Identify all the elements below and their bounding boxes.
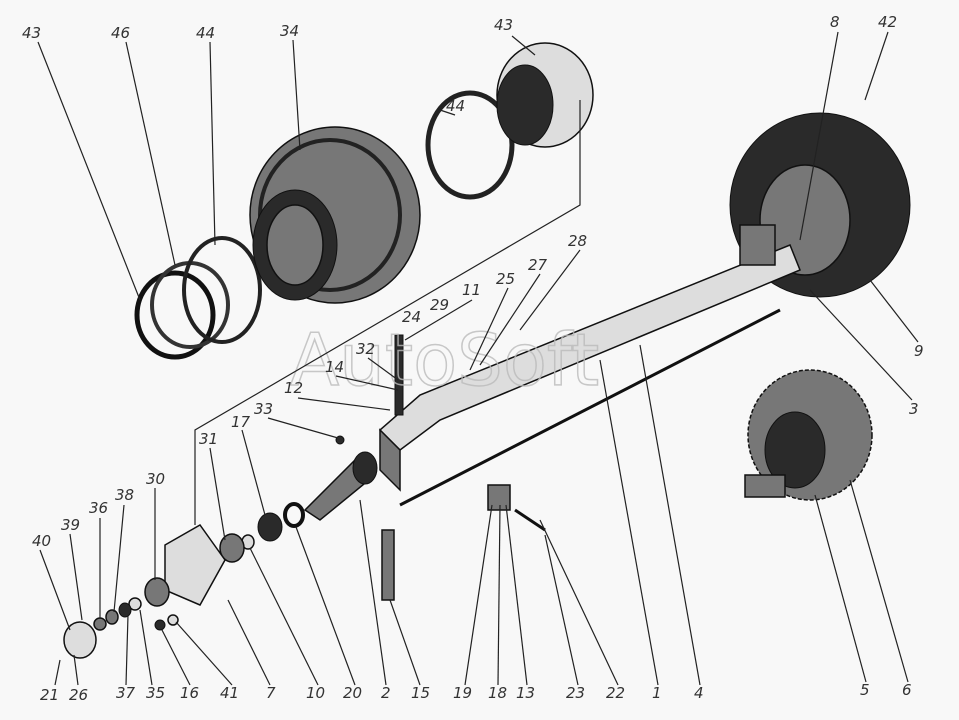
callout-23: 23 (566, 684, 585, 702)
steering-knuckle (63, 435, 546, 659)
callout-37: 37 (116, 684, 136, 702)
callout-44: 44 (446, 97, 465, 115)
callout-18: 18 (488, 684, 507, 702)
callout-3: 3 (909, 400, 919, 418)
callout-6: 6 (902, 681, 912, 699)
callout-19: 19 (453, 684, 472, 702)
callout-28: 28 (568, 232, 587, 250)
callout-35: 35 (146, 684, 165, 702)
callout-26: 26 (69, 686, 88, 704)
callout-33: 33 (254, 400, 273, 418)
callout-27: 27 (528, 256, 548, 274)
callout-labels: 43 46 44 34 44 43 8 42 28 27 25 11 29 24… (22, 13, 924, 704)
callout-43: 43 (494, 16, 513, 34)
callout-42: 42 (878, 13, 897, 31)
callout-43: 43 (22, 24, 41, 42)
callout-2: 2 (381, 684, 391, 702)
callout-13: 13 (516, 684, 535, 702)
callout-22: 22 (606, 684, 625, 702)
callout-24: 24 (402, 308, 421, 326)
callout-29: 29 (430, 296, 449, 314)
callout-41: 41 (220, 684, 239, 702)
callout-32: 32 (356, 340, 375, 358)
callout-30: 30 (146, 470, 165, 488)
callout-38: 38 (115, 486, 134, 504)
callout-5: 5 (860, 681, 870, 699)
callout-1: 1 (652, 684, 662, 702)
callout-8: 8 (830, 13, 840, 31)
wheel-rim (496, 42, 594, 148)
callout-14: 14 (325, 358, 344, 376)
callout-15: 15 (411, 684, 430, 702)
axle-beam (378, 224, 801, 507)
callout-20: 20 (343, 684, 362, 702)
callout-7: 7 (266, 684, 276, 702)
callout-17: 17 (231, 413, 251, 431)
ring-44 (425, 90, 515, 200)
callout-12: 12 (284, 379, 303, 397)
callout-4: 4 (694, 684, 704, 702)
split-rings (134, 236, 262, 360)
watermark: AutoSoft (290, 318, 599, 402)
tire-with-chains (744, 369, 873, 501)
leader-lines (37, 31, 919, 686)
callout-44: 44 (196, 24, 215, 42)
callout-16: 16 (180, 684, 199, 702)
king-pin-stack (394, 334, 404, 416)
callout-25: 25 (496, 270, 515, 288)
callout-40: 40 (32, 532, 51, 550)
callout-11: 11 (462, 281, 481, 299)
callout-21: 21 (40, 686, 59, 704)
callout-39: 39 (61, 516, 80, 534)
callout-34: 34 (280, 22, 299, 40)
callout-46: 46 (111, 24, 130, 42)
tire-left (249, 126, 421, 304)
callout-31: 31 (199, 430, 218, 448)
callout-36: 36 (89, 499, 108, 517)
callout-10: 10 (306, 684, 325, 702)
callout-9: 9 (914, 342, 924, 360)
